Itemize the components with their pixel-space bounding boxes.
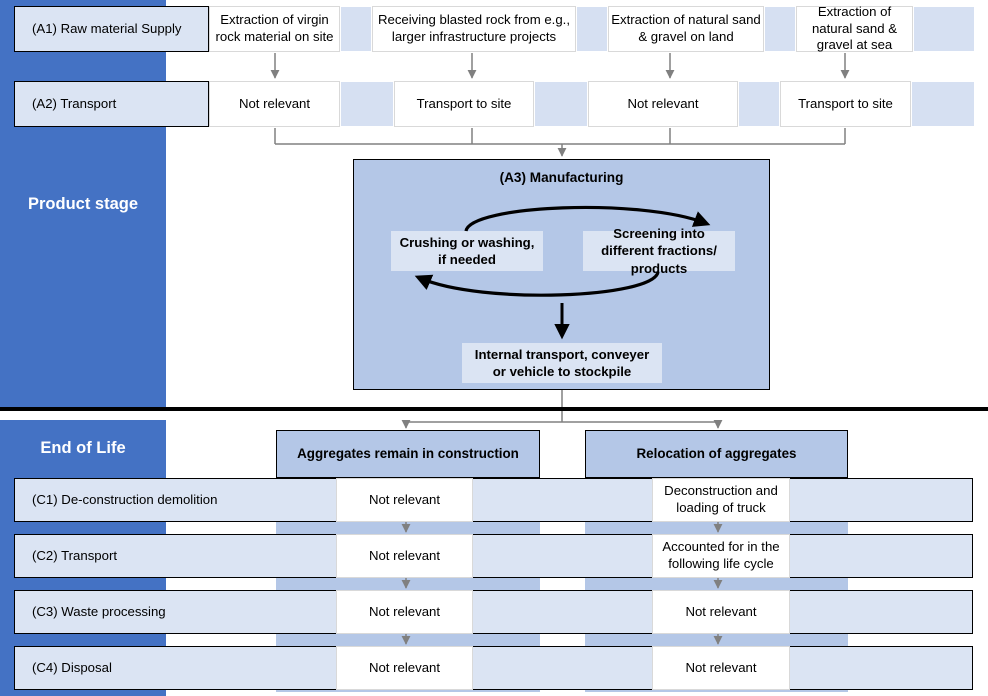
cell-c2-2-text: Accounted for in the following life cycl…: [662, 539, 780, 571]
row-label-a1: (A1) Raw material Supply: [14, 6, 209, 52]
cell-a1-1-text: Extraction of virgin rock material on si…: [215, 12, 334, 44]
cell-c4-1-text: Not relevant: [368, 659, 441, 675]
row-label-a1-text: (A1) Raw material Supply: [32, 20, 182, 36]
cell-a2-2-text: Transport to site: [416, 95, 512, 111]
cell-a2-1-text: Not relevant: [238, 95, 311, 111]
eol-scenario-header-1-text: Aggregates remain in construction: [297, 446, 519, 462]
cell-c1-2-text: Deconstruction and loading of truck: [664, 483, 778, 515]
row-label-c1: (C1) De-construction demolition: [14, 478, 973, 522]
chip-a2-2: [534, 81, 588, 127]
row-label-c2-text: (C2) Transport: [32, 547, 118, 563]
chip-a1-2: [576, 6, 608, 52]
eol-scenario-header-1: Aggregates remain in construction: [276, 430, 540, 478]
cell-a1-2[interactable]: Receiving blasted rock from e.g., larger…: [372, 6, 576, 52]
a3-screening-box[interactable]: Screening into different fractions/ prod…: [583, 226, 735, 276]
cell-a2-4[interactable]: Transport to site: [780, 81, 911, 127]
a3-crushing-washing-box[interactable]: Crushing or washing, if needed: [391, 231, 543, 271]
eol-scenario-header-2-text: Relocation of aggregates: [636, 446, 797, 462]
cell-c3-1-text: Not relevant: [368, 603, 441, 619]
a3-title: (A3) Manufacturing: [499, 170, 624, 185]
cell-c1-2[interactable]: Deconstruction and loading of truck: [652, 478, 790, 522]
bracket-a2-to-a3: [274, 128, 846, 157]
row-label-c4: (C4) Disposal: [14, 646, 973, 690]
cell-a1-2-text: Receiving blasted rock from e.g., larger…: [377, 12, 571, 44]
chip-a2-1: [340, 81, 394, 127]
cell-a2-2[interactable]: Transport to site: [394, 81, 534, 127]
cell-c2-1-text: Not relevant: [368, 547, 441, 563]
row-label-a2: (A2) Transport: [14, 81, 209, 127]
cell-a1-4[interactable]: Extraction of natural sand & gravel at s…: [796, 3, 913, 53]
cell-a2-4-text: Transport to site: [798, 95, 893, 111]
row-label-c1-text: (C1) De-construction demolition: [32, 491, 218, 507]
cell-c1-1-text: Not relevant: [368, 491, 441, 507]
chip-a2-4: [911, 81, 975, 127]
cell-c3-2[interactable]: Not relevant: [652, 590, 790, 634]
cell-c3-1[interactable]: Not relevant: [336, 590, 473, 634]
chip-a1-4: [913, 6, 975, 52]
cell-a2-3-text: Not relevant: [627, 95, 699, 111]
a3-screening-text: Screening into different fractions/ prod…: [601, 226, 717, 276]
product-stage-label: Product stage: [0, 0, 166, 408]
cell-c2-2[interactable]: Accounted for in the following life cycl…: [652, 534, 790, 578]
row-label-c3-text: (C3) Waste processing: [32, 603, 166, 619]
row-label-c4-text: (C4) Disposal: [32, 659, 112, 675]
stage-divider-rule: [0, 407, 988, 411]
cell-a2-3[interactable]: Not relevant: [588, 81, 738, 127]
chip-a2-3: [738, 81, 780, 127]
eol-scenario-header-2: Relocation of aggregates: [585, 430, 848, 478]
row-label-c3: (C3) Waste processing: [14, 590, 973, 634]
cell-c3-2-text: Not relevant: [685, 603, 757, 619]
row-label-a2-text: (A2) Transport: [32, 95, 117, 111]
cell-a1-1[interactable]: Extraction of virgin rock material on si…: [209, 6, 340, 52]
row-label-c2: (C2) Transport: [14, 534, 973, 578]
cell-c1-1[interactable]: Not relevant: [336, 478, 473, 522]
cell-a1-3[interactable]: Extraction of natural sand & gravel on l…: [608, 6, 764, 52]
cell-a2-1[interactable]: Not relevant: [209, 81, 340, 127]
cell-c4-2[interactable]: Not relevant: [652, 646, 790, 690]
chip-a1-1: [340, 6, 372, 52]
chip-a1-3: [764, 6, 796, 52]
arrows-a1-to-a2: [270, 53, 850, 79]
cell-c4-2-text: Not relevant: [685, 659, 757, 675]
cell-c2-1[interactable]: Not relevant: [336, 534, 473, 578]
end-of-life-label-text: End of Life: [40, 439, 126, 457]
a3-internal-transport-text: Internal transport, conveyer or vehicle …: [474, 346, 650, 379]
a3-internal-transport-box[interactable]: Internal transport, conveyer or vehicle …: [462, 343, 662, 383]
cell-a1-4-text: Extraction of natural sand & gravel at s…: [811, 3, 898, 53]
a3-crushing-washing-text: Crushing or washing, if needed: [399, 234, 535, 267]
cell-c4-1[interactable]: Not relevant: [336, 646, 473, 690]
product-stage-label-text: Product stage: [27, 194, 139, 213]
cell-a1-3-text: Extraction of natural sand & gravel on l…: [611, 12, 761, 44]
